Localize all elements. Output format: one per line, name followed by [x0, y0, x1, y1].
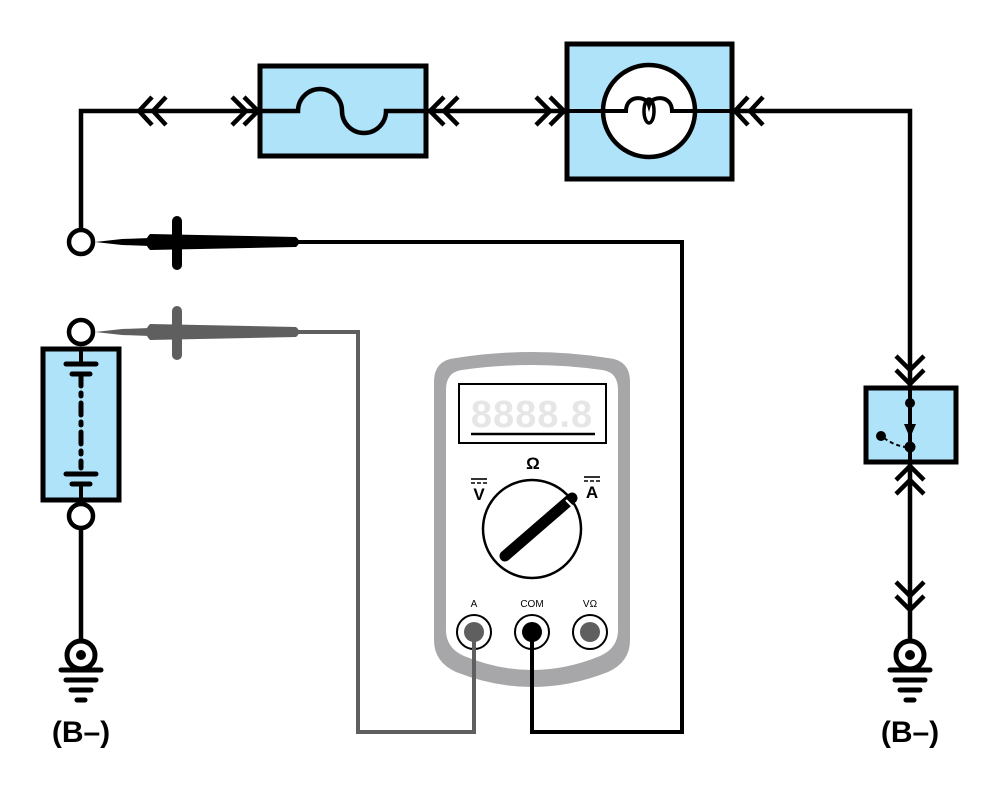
- switch: [863, 385, 959, 465]
- main-circuit-wire: [78, 108, 913, 640]
- battery: [40, 346, 122, 503]
- dc-amps-label: A: [584, 476, 600, 502]
- battery-positive-terminal[interactable]: [66, 317, 96, 347]
- black-probe[interactable]: [95, 216, 299, 270]
- fuse: [257, 63, 429, 159]
- gray-probe[interactable]: [95, 306, 299, 360]
- battery-negative-terminal[interactable]: [66, 501, 96, 531]
- lamp: [564, 41, 735, 182]
- dc-volts-label: V: [471, 478, 487, 504]
- jack-com-label: COM: [520, 599, 543, 610]
- multimeter: 8888.8 Ω V A A COM VΩ: [434, 352, 630, 687]
- dial-pointer: [499, 492, 578, 562]
- svg-text:V: V: [473, 485, 485, 504]
- ground-left-icon: [58, 638, 104, 703]
- ground-right-icon: [887, 638, 933, 703]
- jack-a-label: A: [471, 599, 478, 610]
- ground-left-label: (B–): [52, 716, 110, 749]
- display-readout: 8888.8: [471, 394, 593, 436]
- jack-vohm[interactable]: [572, 614, 608, 650]
- test-point-top[interactable]: [66, 227, 96, 257]
- svg-text:A: A: [586, 483, 598, 502]
- ground-right-label: (B–): [881, 716, 939, 749]
- jack-a[interactable]: [456, 614, 492, 650]
- jack-vohm-label: VΩ: [583, 599, 598, 610]
- ohm-label: Ω: [526, 454, 540, 473]
- connector-chevrons: [135, 95, 926, 614]
